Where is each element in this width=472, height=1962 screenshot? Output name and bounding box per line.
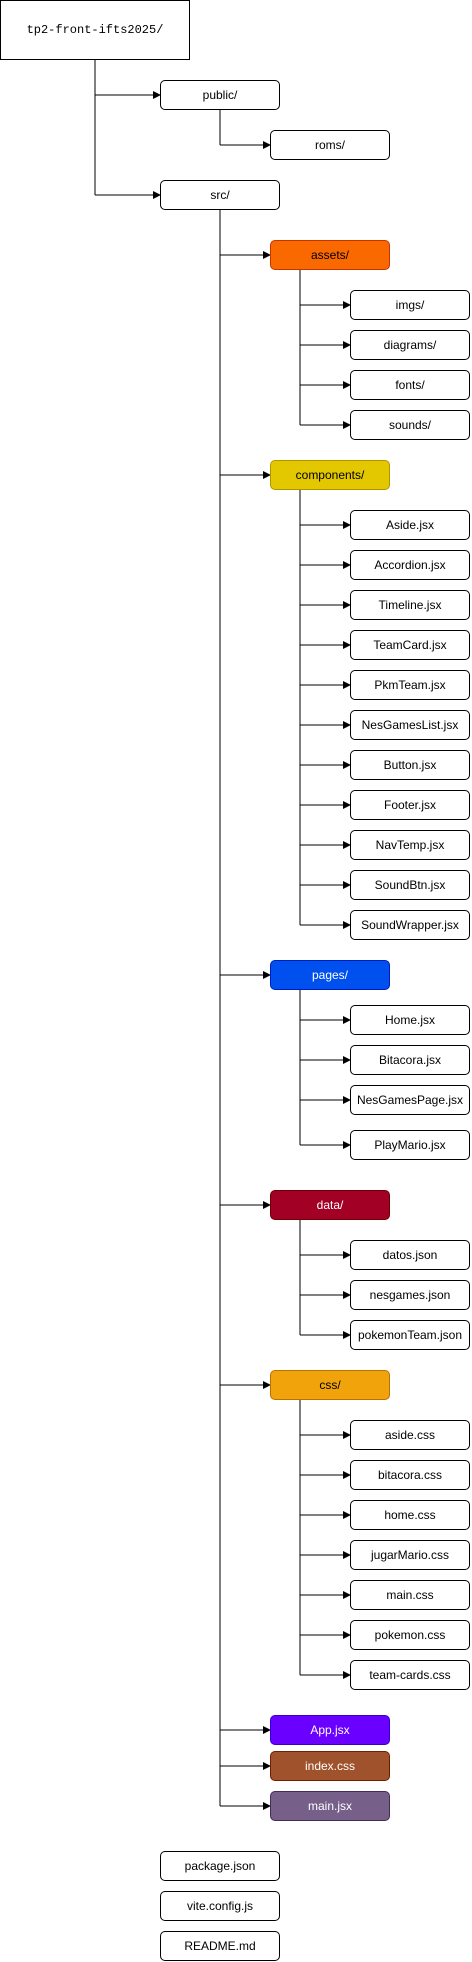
public-folder-node: public/ (160, 80, 280, 110)
component-file-node: Footer.jsx (350, 790, 470, 820)
assets-child-node: sounds/ (350, 410, 470, 440)
root-folder-node: tp2-front-ifts2025/ (0, 0, 190, 60)
data-folder-node: data/ (270, 1190, 390, 1220)
assets-folder-node: assets/ (270, 240, 390, 270)
css-file-node: aside.css (350, 1420, 470, 1450)
component-file-node: NavTemp.jsx (350, 830, 470, 860)
component-file-node: TeamCard.jsx (350, 630, 470, 660)
component-file-node: NesGamesList.jsx (350, 710, 470, 740)
css-file-node: home.css (350, 1500, 470, 1530)
page-file-node: NesGamesPage.jsx (350, 1085, 470, 1115)
data-file-node: pokemonTeam.json (350, 1320, 470, 1350)
component-file-node: Button.jsx (350, 750, 470, 780)
assets-child-node: imgs/ (350, 290, 470, 320)
assets-child-node: diagrams/ (350, 330, 470, 360)
page-file-node: Bitacora.jsx (350, 1045, 470, 1075)
data-file-node: nesgames.json (350, 1280, 470, 1310)
roms-folder-node: roms/ (270, 130, 390, 160)
css-file-node: main.css (350, 1580, 470, 1610)
index-css-node: index.css (270, 1751, 390, 1781)
components-folder-node: components/ (270, 460, 390, 490)
pages-folder-node: pages/ (270, 960, 390, 990)
src-folder-node: src/ (160, 180, 280, 210)
assets-child-node: fonts/ (350, 370, 470, 400)
vite-config-node: vite.config.js (160, 1891, 280, 1921)
page-file-node: PlayMario.jsx (350, 1130, 470, 1160)
component-file-node: PkmTeam.jsx (350, 670, 470, 700)
css-folder-node: css/ (270, 1370, 390, 1400)
package-json-node: package.json (160, 1851, 280, 1881)
css-file-node: team-cards.css (350, 1660, 470, 1690)
app-jsx-node: App.jsx (270, 1715, 390, 1745)
main-jsx-node: main.jsx (270, 1791, 390, 1821)
component-file-node: SoundWrapper.jsx (350, 910, 470, 940)
component-file-node: Accordion.jsx (350, 550, 470, 580)
component-file-node: Aside.jsx (350, 510, 470, 540)
page-file-node: Home.jsx (350, 1005, 470, 1035)
component-file-node: Timeline.jsx (350, 590, 470, 620)
component-file-node: SoundBtn.jsx (350, 870, 470, 900)
readme-node: README.md (160, 1931, 280, 1961)
css-file-node: pokemon.css (350, 1620, 470, 1650)
css-file-node: jugarMario.css (350, 1540, 470, 1570)
css-file-node: bitacora.css (350, 1460, 470, 1490)
data-file-node: datos.json (350, 1240, 470, 1270)
